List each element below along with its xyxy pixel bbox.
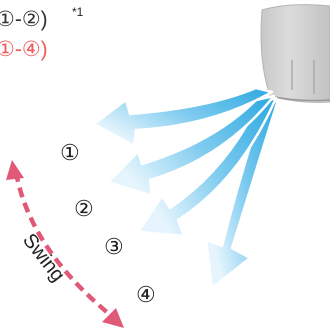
swing-range-1-2: ①-②) (0, 8, 48, 31)
position-2-label: ② (74, 196, 94, 221)
footnote-marker: *1 (72, 5, 84, 19)
position-4-label: ④ (136, 282, 156, 307)
swing-arrowhead-top (6, 160, 24, 180)
position-3-label: ③ (104, 234, 124, 259)
swing-range-1-4: ①-④) (0, 38, 48, 61)
position-1-label: ① (60, 140, 80, 165)
indoor-unit (261, 5, 330, 103)
